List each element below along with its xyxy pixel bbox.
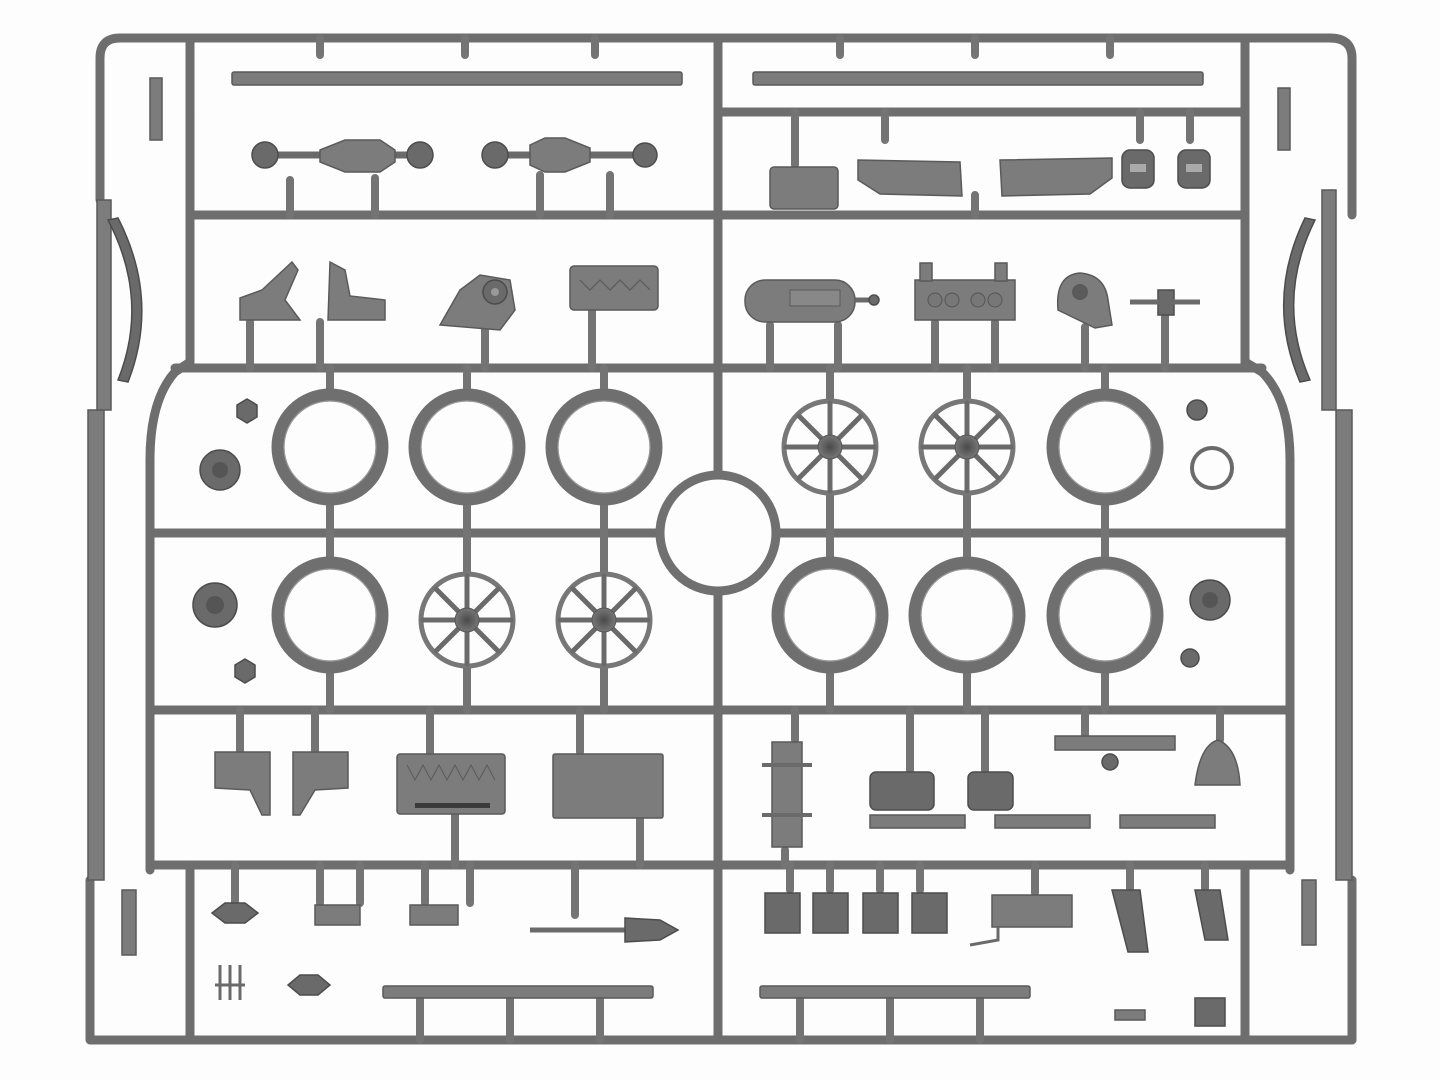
sprue-frame bbox=[85, 33, 1357, 1045]
cylinder-1 bbox=[869, 771, 935, 811]
bell-housing bbox=[1056, 272, 1113, 329]
mudguard-right bbox=[292, 751, 349, 816]
front-axle bbox=[251, 139, 434, 173]
fender-right bbox=[999, 157, 1113, 197]
side-parts bbox=[192, 398, 1234, 684]
steering-column bbox=[1130, 289, 1200, 316]
leaf-guard-1 bbox=[1111, 889, 1149, 953]
running-board-left bbox=[382, 985, 654, 999]
plain-rings bbox=[271, 388, 1164, 674]
fuel-tank bbox=[744, 279, 880, 323]
clamp-set bbox=[764, 892, 948, 934]
gear-housing bbox=[438, 274, 516, 331]
corner-brackets bbox=[121, 77, 1317, 956]
mudguard-left bbox=[214, 751, 271, 816]
spoked-wheels bbox=[418, 398, 1016, 669]
engine-block bbox=[914, 262, 1016, 321]
clamp-bars bbox=[869, 814, 1216, 829]
toolbox-pleated bbox=[396, 753, 506, 815]
hinge-pair bbox=[1121, 149, 1211, 189]
bottom-left-parts bbox=[210, 902, 459, 1000]
rear-axle bbox=[481, 137, 658, 173]
sprue-runners bbox=[145, 35, 1295, 1045]
central-ring bbox=[655, 470, 781, 596]
radiator-block bbox=[769, 166, 839, 210]
gates bbox=[231, 34, 1224, 1044]
battery-box bbox=[969, 894, 1073, 947]
spring-bar bbox=[1054, 735, 1176, 771]
bottom-right-parts bbox=[1114, 997, 1226, 1027]
running-board-right bbox=[759, 985, 1031, 999]
hub-cover bbox=[1194, 739, 1241, 786]
fender-left bbox=[857, 159, 963, 197]
cylinder-2 bbox=[967, 771, 1014, 811]
chassis-bracket bbox=[762, 741, 812, 848]
seat-brackets bbox=[239, 260, 386, 321]
top-bar-left bbox=[231, 71, 683, 86]
tufted-seat bbox=[569, 265, 659, 311]
driveshaft bbox=[530, 917, 680, 943]
top-bar-right bbox=[752, 71, 1204, 86]
toolbox-plain bbox=[552, 753, 664, 819]
leaf-guard-2 bbox=[1194, 889, 1229, 941]
